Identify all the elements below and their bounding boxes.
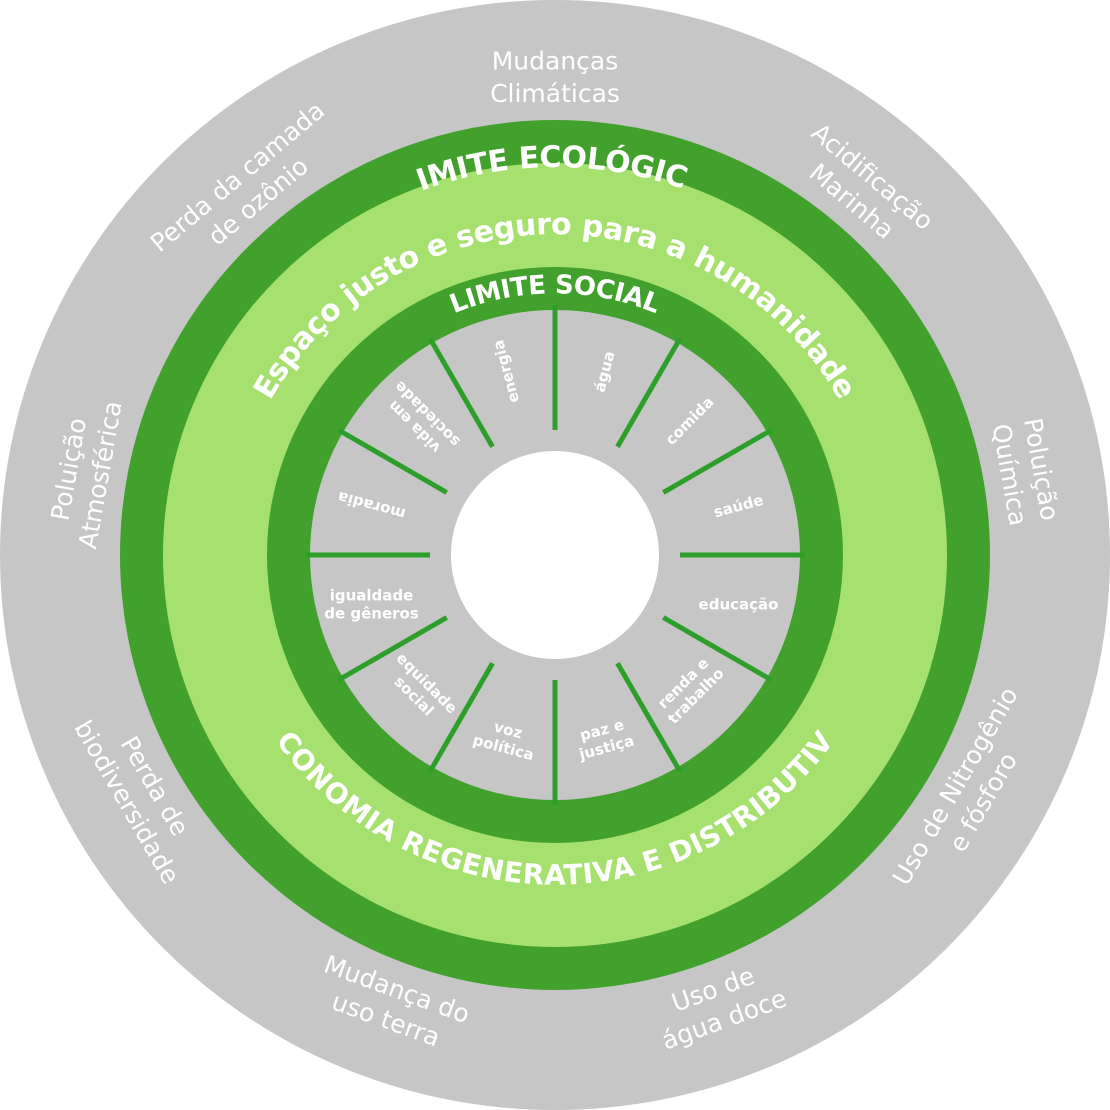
social-dimension-educacao: educação: [699, 596, 779, 614]
social-divider: [662, 615, 773, 683]
social-divider: [337, 615, 448, 683]
social-dividers: [305, 305, 805, 805]
social-dimension-igualdade-de-generos-line: de gêneros: [324, 605, 419, 623]
social-divider: [337, 427, 448, 495]
social-divider: [615, 337, 683, 448]
ecological-label-mudancas-climaticas-line: Climáticas: [490, 79, 620, 108]
social-dimension-educacao-line: educação: [699, 596, 779, 614]
social-divider: [427, 337, 495, 448]
social-divider: [662, 427, 773, 495]
social-dimension-igualdade-de-generos-line: igualdade: [330, 586, 414, 604]
social-divider: [427, 662, 495, 773]
center-circle: [451, 451, 659, 659]
ecological-label-mudancas-climaticas-line: Mudanças: [492, 47, 619, 76]
social-divider: [615, 662, 683, 773]
